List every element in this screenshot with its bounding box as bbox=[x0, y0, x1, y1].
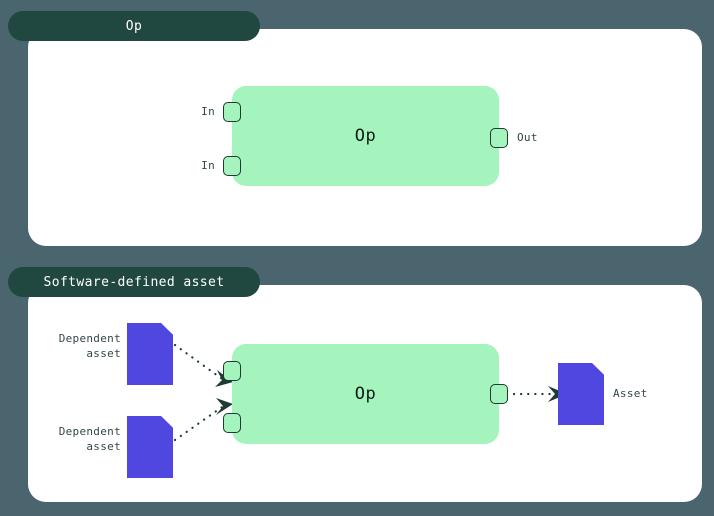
op-canvas: Op In In Out bbox=[28, 29, 702, 246]
dependent-asset-label-2-line2: asset bbox=[86, 440, 121, 453]
panel-tab-op[interactable]: Op bbox=[8, 11, 260, 41]
dependent-asset-label-1-line2: asset bbox=[86, 347, 121, 360]
dependent-asset-label-2-line1: Dependent bbox=[58, 425, 121, 438]
op-node-label: Op bbox=[354, 126, 377, 146]
input-port-2[interactable] bbox=[223, 413, 241, 433]
output-port-1-label: Out bbox=[517, 131, 538, 144]
asset-label-line1: Asset bbox=[613, 387, 648, 400]
dependent-asset-label-2: Dependent asset bbox=[25, 424, 121, 454]
input-port-2[interactable] bbox=[223, 156, 241, 176]
panel-tab-software-defined-asset[interactable]: Software-defined asset bbox=[8, 267, 260, 297]
dependent-asset-label-1-line1: Dependent bbox=[58, 332, 121, 345]
op-node[interactable]: Op bbox=[232, 344, 499, 444]
asset-icon[interactable] bbox=[558, 363, 604, 425]
output-port-1[interactable] bbox=[490, 384, 508, 404]
input-port-1[interactable] bbox=[223, 361, 241, 381]
dependent-asset-label-1: Dependent asset bbox=[25, 331, 121, 361]
dependent-asset-icon-1[interactable] bbox=[127, 323, 173, 385]
output-port-1[interactable] bbox=[490, 128, 508, 148]
input-port-2-label: In bbox=[201, 159, 215, 172]
panel-op: Op In In Out bbox=[28, 29, 702, 246]
asset-label: Asset bbox=[613, 386, 703, 401]
dependent-asset-icon-2[interactable] bbox=[127, 416, 173, 478]
op-node-label: Op bbox=[354, 384, 377, 404]
input-port-1-label: In bbox=[201, 105, 215, 118]
panel-tab-sda-label: Software-defined asset bbox=[43, 274, 225, 290]
input-port-1[interactable] bbox=[223, 102, 241, 122]
op-node[interactable]: Op bbox=[232, 86, 499, 186]
panel-tab-op-label: Op bbox=[125, 18, 143, 34]
